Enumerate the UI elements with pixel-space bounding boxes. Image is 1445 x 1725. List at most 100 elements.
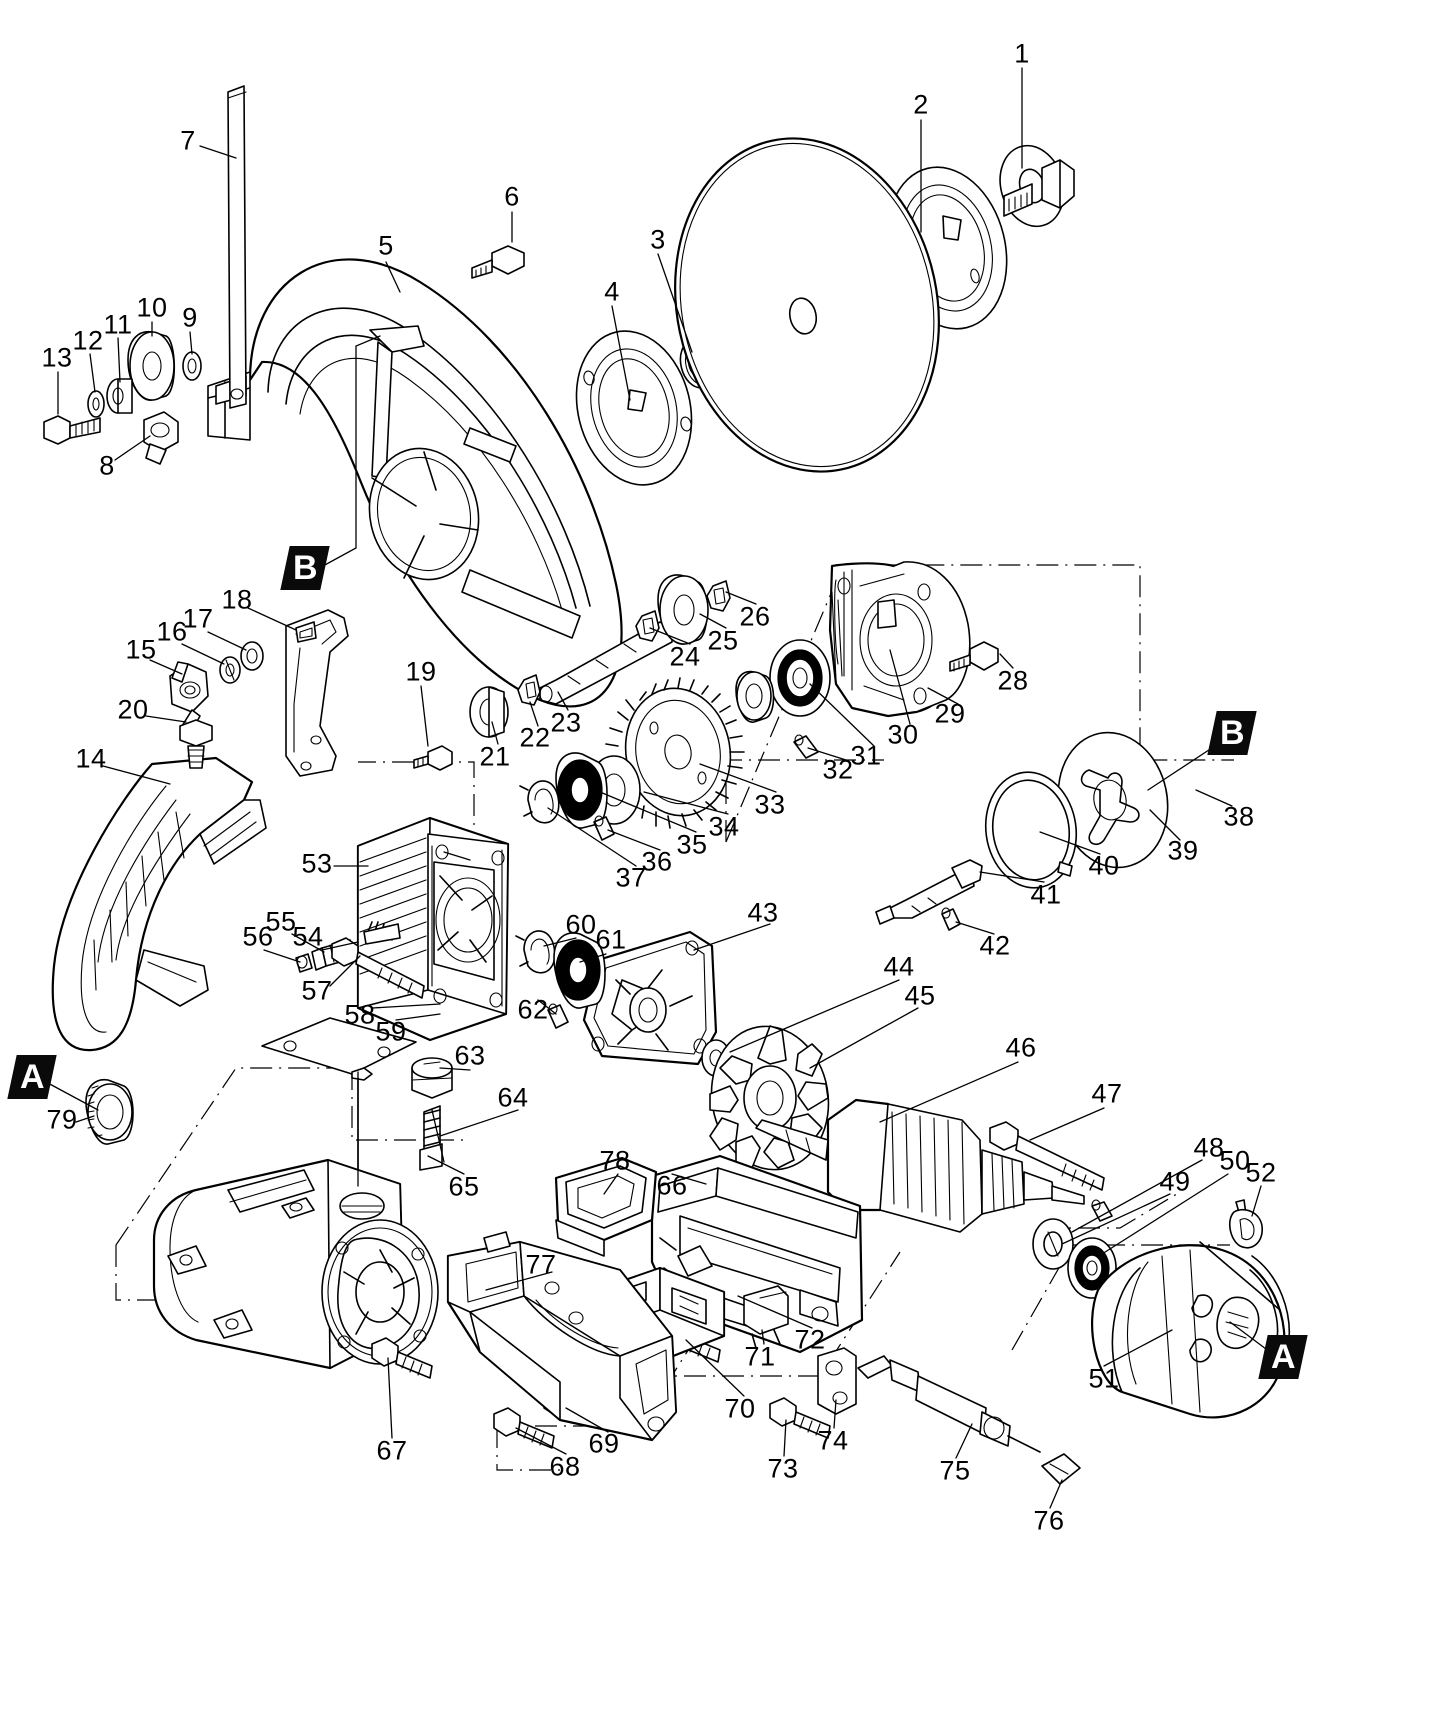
callout-number-9: 9 <box>182 302 198 333</box>
part-56-cap <box>295 953 313 973</box>
callout-number-24: 24 <box>669 641 701 672</box>
callout-number-3: 3 <box>650 224 666 255</box>
callout-number-51: 51 <box>1088 1363 1120 1394</box>
callout-number-42: 42 <box>979 930 1011 961</box>
callout-number-7: 7 <box>180 125 196 156</box>
part-28-screw <box>949 641 999 672</box>
callout-number-14: 14 <box>75 743 107 774</box>
callout-number-32: 32 <box>822 754 854 785</box>
part-79-cap-nut <box>85 1078 134 1145</box>
part-47-long-bolt <box>989 1121 1105 1191</box>
part-37-snap-ring <box>519 780 560 824</box>
callout-number-5: 5 <box>378 230 394 261</box>
callout-number-19: 19 <box>405 656 437 687</box>
callout-number-58: 58 <box>344 999 376 1030</box>
callout-number-4: 4 <box>604 276 620 307</box>
callout-number-78: 78 <box>599 1145 631 1176</box>
part-11-bushing <box>106 378 133 414</box>
part-57-long-screw <box>331 937 425 999</box>
part-30-ball-bearing <box>769 639 831 717</box>
callout-number-70: 70 <box>724 1393 756 1424</box>
section-marker-label: B <box>1219 714 1245 752</box>
callout-number-75: 75 <box>939 1455 971 1486</box>
callout-number-26: 26 <box>739 601 771 632</box>
part-14-handle-grip <box>51 756 267 1052</box>
callout-number-30: 30 <box>887 719 919 750</box>
leader-lines <box>45 67 1271 1509</box>
callout-number-79: 79 <box>46 1104 78 1135</box>
part-52-clip <box>1228 1199 1263 1249</box>
callout-number-41: 41 <box>1030 879 1062 910</box>
part-48-washer <box>1032 1218 1074 1270</box>
callout-number-35: 35 <box>676 829 708 860</box>
callout-number-65: 65 <box>448 1171 480 1202</box>
callout-number-33: 33 <box>754 789 786 820</box>
callout-number-71: 71 <box>744 1341 776 1372</box>
part-58-plate <box>261 1017 417 1075</box>
callout-number-72: 72 <box>794 1324 826 1355</box>
part-cutting-wheel <box>674 137 940 473</box>
callout-number-22: 22 <box>519 722 551 753</box>
part-22-clip <box>517 674 541 706</box>
callout-number-25: 25 <box>707 625 739 656</box>
callout-number-61: 61 <box>595 924 627 955</box>
callout-number-40: 40 <box>1088 850 1120 881</box>
part-40-o-ring <box>984 771 1078 889</box>
callout-number-63: 63 <box>454 1040 486 1071</box>
part-43-bearing-plate <box>582 930 718 1066</box>
part-62-pin <box>547 1003 569 1029</box>
callout-number-68: 68 <box>549 1451 581 1482</box>
part-5-wheel-guard <box>207 258 623 708</box>
callout-number-55: 55 <box>265 906 297 937</box>
callout-number-43: 43 <box>747 897 779 928</box>
callout-number-12: 12 <box>72 325 104 356</box>
callout-number-36: 36 <box>641 846 673 877</box>
part-42-pin <box>941 907 961 931</box>
callout-number-1: 1 <box>1014 38 1030 69</box>
part-10-roller <box>127 330 176 401</box>
callout-number-45: 45 <box>904 980 936 1011</box>
part-71-brush <box>743 1285 789 1349</box>
callout-number-16: 16 <box>156 616 188 647</box>
part-6-screw <box>471 245 525 279</box>
part-20-bolt <box>179 719 213 769</box>
callout-number-66: 66 <box>656 1170 688 1201</box>
part-73-screw <box>769 1397 831 1439</box>
callout-number-64: 64 <box>497 1082 529 1113</box>
callout-number-57: 57 <box>301 975 333 1006</box>
callout-number-73: 73 <box>767 1453 799 1484</box>
part-78-dust-cover <box>554 1156 658 1257</box>
part-21-ring <box>469 686 509 738</box>
callout-number-44: 44 <box>883 951 915 982</box>
callout-number-23: 23 <box>550 707 582 738</box>
part-17-washer <box>240 641 264 671</box>
part-36-pin <box>593 815 615 841</box>
callout-number-47: 47 <box>1091 1078 1123 1109</box>
callout-number-54: 54 <box>292 921 324 952</box>
callout-number-37: 37 <box>615 862 647 893</box>
part-7-guide-rod <box>227 85 247 409</box>
part-68-screw <box>493 1407 555 1449</box>
part-35-bearing-box <box>555 752 608 829</box>
section-marker-label: B <box>292 549 318 587</box>
part-67-screw <box>371 1337 433 1379</box>
part-60-snap-ring <box>515 930 556 974</box>
callout-number-2: 2 <box>913 89 929 120</box>
part-24-clip <box>635 610 660 642</box>
part-12-washer <box>87 390 105 418</box>
part-19-screw <box>413 745 453 771</box>
part-63-brush-cap <box>411 1057 453 1099</box>
part-75-power-cord <box>857 1355 1041 1453</box>
part-49-pin <box>1091 1199 1113 1222</box>
part-61-bearing-box <box>553 932 606 1009</box>
part-76-cord-end <box>1041 1453 1081 1485</box>
callout-number-59: 59 <box>375 1016 407 1047</box>
callout-number-62: 62 <box>517 994 549 1025</box>
callout-number-20: 20 <box>117 694 149 725</box>
callout-number-21: 21 <box>479 741 511 772</box>
part-77-lower-housing <box>446 1231 678 1442</box>
part-32-pin <box>793 734 819 759</box>
callout-number-29: 29 <box>934 698 966 729</box>
part-46-armature <box>755 1098 1085 1233</box>
